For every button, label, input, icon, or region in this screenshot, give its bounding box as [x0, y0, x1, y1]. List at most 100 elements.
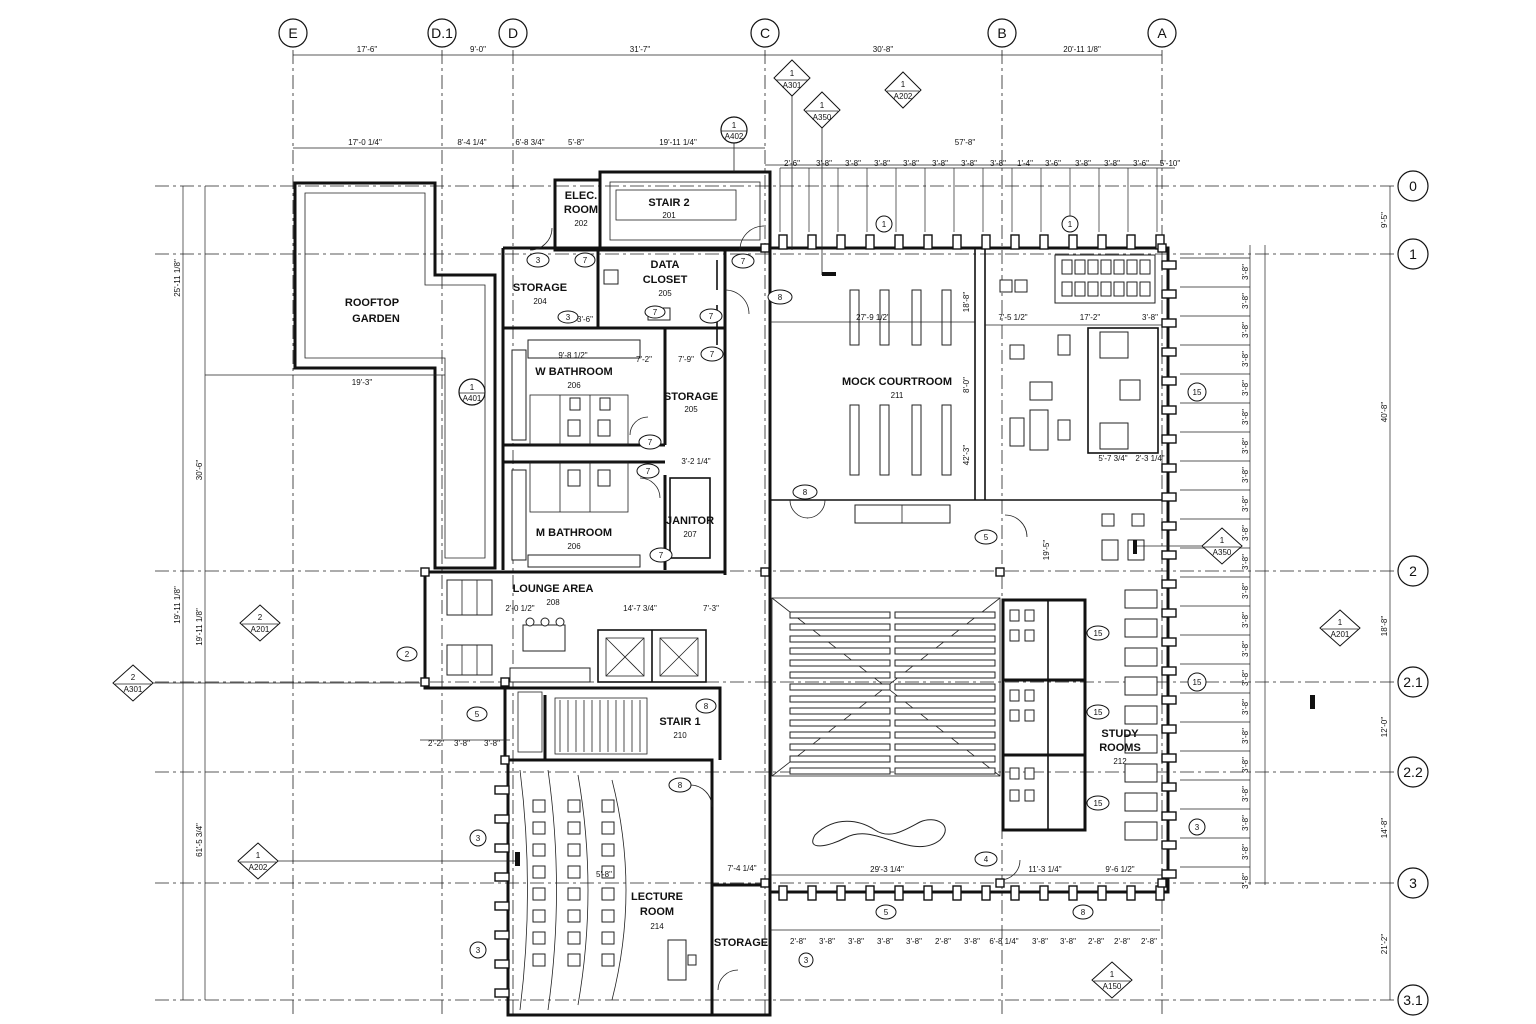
lecture-seat: [601, 887, 615, 901]
dimension-text: 3'-8": [1241, 786, 1250, 802]
svg-text:8'-0": 8'-0": [962, 377, 971, 393]
dimension-text: 3'-8": [1241, 873, 1250, 889]
svg-text:A402: A402: [725, 132, 744, 141]
svg-text:61'-5 3/4": 61'-5 3/4": [195, 823, 204, 857]
svg-text:MOCK COURTROOM: MOCK COURTROOM: [842, 376, 952, 388]
svg-text:3'-8": 3'-8": [454, 739, 470, 748]
svg-text:21'-2": 21'-2": [1380, 934, 1389, 955]
top-dimension-strings: 17'-6" 9'-0" 31'-7" 30'-8" 20'-11 1/8" 1…: [293, 45, 1180, 232]
jury-seat: [1126, 259, 1138, 275]
dimension-text: 3'-8": [848, 937, 864, 946]
column-pier: [1068, 885, 1078, 901]
svg-text:3'-6": 3'-6": [577, 315, 593, 324]
grid-bubble-2-1: 2.1: [1397, 666, 1429, 698]
dimension-text: 3'-8": [819, 937, 835, 946]
dimension-text: 3'-8": [906, 937, 922, 946]
seating-row: [894, 755, 996, 763]
elevation-marker-a201-right: 1 A201: [1310, 609, 1361, 709]
grid-bubble-1: 1: [1397, 238, 1429, 270]
column-pier: [1126, 885, 1136, 901]
seating-row: [894, 683, 996, 691]
svg-text:210: 210: [673, 731, 687, 740]
dimension-text: 3'-8": [932, 159, 948, 168]
svg-text:A301: A301: [783, 81, 802, 90]
lecture-seat: [567, 909, 581, 923]
column-pier: [494, 785, 510, 795]
svg-text:7: 7: [583, 256, 588, 265]
column: [420, 567, 430, 577]
bench: [879, 404, 890, 476]
svg-text:1: 1: [820, 101, 825, 110]
column-pier: [836, 885, 846, 901]
svg-text:STORAGE: STORAGE: [714, 937, 768, 949]
svg-text:7: 7: [709, 312, 714, 321]
lecture-seat: [601, 821, 615, 835]
tag-bubble: 15: [1187, 672, 1207, 692]
elevation-marker-a202-top: 1 A202: [884, 71, 922, 109]
dimension-text: 2'-8": [1114, 937, 1130, 946]
svg-text:15: 15: [1094, 708, 1103, 717]
jury-seat: [1113, 281, 1125, 297]
svg-text:LOUNGE AREA: LOUNGE AREA: [513, 583, 594, 595]
svg-text:2: 2: [258, 613, 263, 622]
perimeter-columns: [420, 234, 1177, 998]
rooftop-garden: 19'-3" ROOFTOP GARDEN: [205, 181, 497, 570]
column-pier: [1161, 666, 1177, 676]
column-pier: [923, 234, 933, 250]
bench: [941, 404, 952, 476]
chair: [1009, 789, 1020, 802]
svg-text:GARDEN: GARDEN: [352, 313, 400, 325]
dimension-text: 3'-8": [1241, 496, 1250, 512]
svg-text:15: 15: [1094, 799, 1103, 808]
jury-seat: [1061, 259, 1073, 275]
seating-row: [789, 611, 891, 619]
svg-text:5: 5: [884, 908, 889, 917]
dimension-text: 5'-10": [1160, 159, 1181, 168]
svg-text:19'-11 1/4": 19'-11 1/4": [659, 138, 697, 147]
svg-text:9'-8 1/2": 9'-8 1/2": [558, 351, 587, 360]
lounge-chair: [1124, 676, 1158, 696]
svg-text:1: 1: [732, 121, 737, 130]
svg-text:7: 7: [741, 257, 746, 266]
svg-text:3: 3: [476, 946, 481, 955]
seating-row: [894, 707, 996, 715]
svg-text:6'-8 3/4": 6'-8 3/4": [515, 138, 544, 147]
elevation-marker-a201-left: 2 A201: [239, 604, 281, 642]
lecture-seat: [532, 843, 546, 857]
grid-bubble-0: 0: [1397, 170, 1429, 202]
grid-bubble-2-2: 2.2: [1397, 756, 1429, 788]
svg-text:7'-4 1/4": 7'-4 1/4": [727, 864, 756, 873]
svg-text:2: 2: [131, 673, 136, 682]
column-pier: [1161, 318, 1177, 328]
tag-bubble: 7: [649, 547, 673, 563]
svg-text:17'-0 1/4": 17'-0 1/4": [348, 138, 382, 147]
dimension-text: 3'-8": [1241, 525, 1250, 541]
jury-seat: [1139, 281, 1151, 297]
column-pier: [1161, 405, 1177, 415]
seating-row: [789, 755, 891, 763]
core-room-labels: ELEC. ROOM 202 STAIR 2 201 DATA CLOSET 2…: [513, 190, 718, 551]
tag-bubble: 5: [974, 529, 998, 545]
svg-text:C: C: [760, 25, 770, 41]
dimension-text: 3'-8": [1241, 641, 1250, 657]
svg-text:1: 1: [1409, 246, 1417, 262]
svg-text:D: D: [508, 25, 518, 41]
dimension-text: 2'-8": [1088, 937, 1104, 946]
chair: [1009, 689, 1020, 702]
svg-text:15: 15: [1193, 388, 1202, 397]
svg-text:7'-2": 7'-2": [636, 355, 652, 364]
svg-text:A350: A350: [813, 113, 832, 122]
svg-text:8: 8: [1081, 908, 1086, 917]
grid-bubble-A: A: [1147, 18, 1177, 48]
lecture-seat: [567, 931, 581, 945]
lounge-chair: [1124, 734, 1158, 754]
lecture-seat: [601, 799, 615, 813]
column-pier: [1161, 608, 1177, 618]
jury-seat: [1074, 259, 1086, 275]
tag-bubble: 3: [1188, 818, 1206, 836]
column-pier: [1161, 782, 1177, 792]
svg-text:STORAGE: STORAGE: [664, 391, 718, 403]
column: [500, 677, 510, 687]
svg-text:5: 5: [475, 710, 480, 719]
svg-text:A401: A401: [463, 394, 482, 403]
